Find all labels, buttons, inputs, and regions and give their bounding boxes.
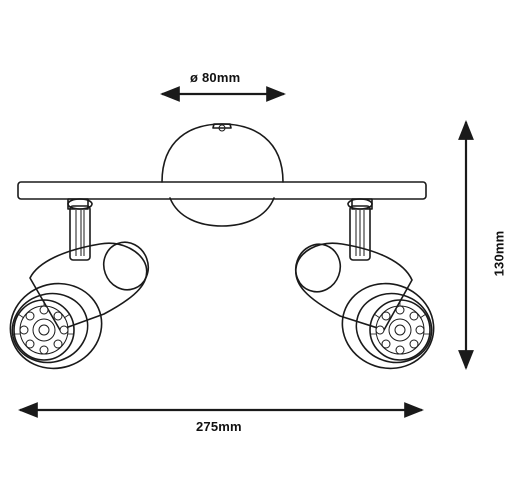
left-spotlight-head xyxy=(9,241,150,370)
ceiling-canopy xyxy=(161,123,284,227)
right-led-bulb xyxy=(369,299,431,361)
height-label: 130mm xyxy=(491,230,507,277)
right-swivel-joint xyxy=(347,198,373,261)
left-led-bulb xyxy=(13,299,75,361)
right-spotlight-head xyxy=(294,242,435,370)
mounting-bar xyxy=(17,181,427,200)
diameter-label: ø 80mm xyxy=(190,70,241,85)
width-label: 275mm xyxy=(196,419,242,434)
